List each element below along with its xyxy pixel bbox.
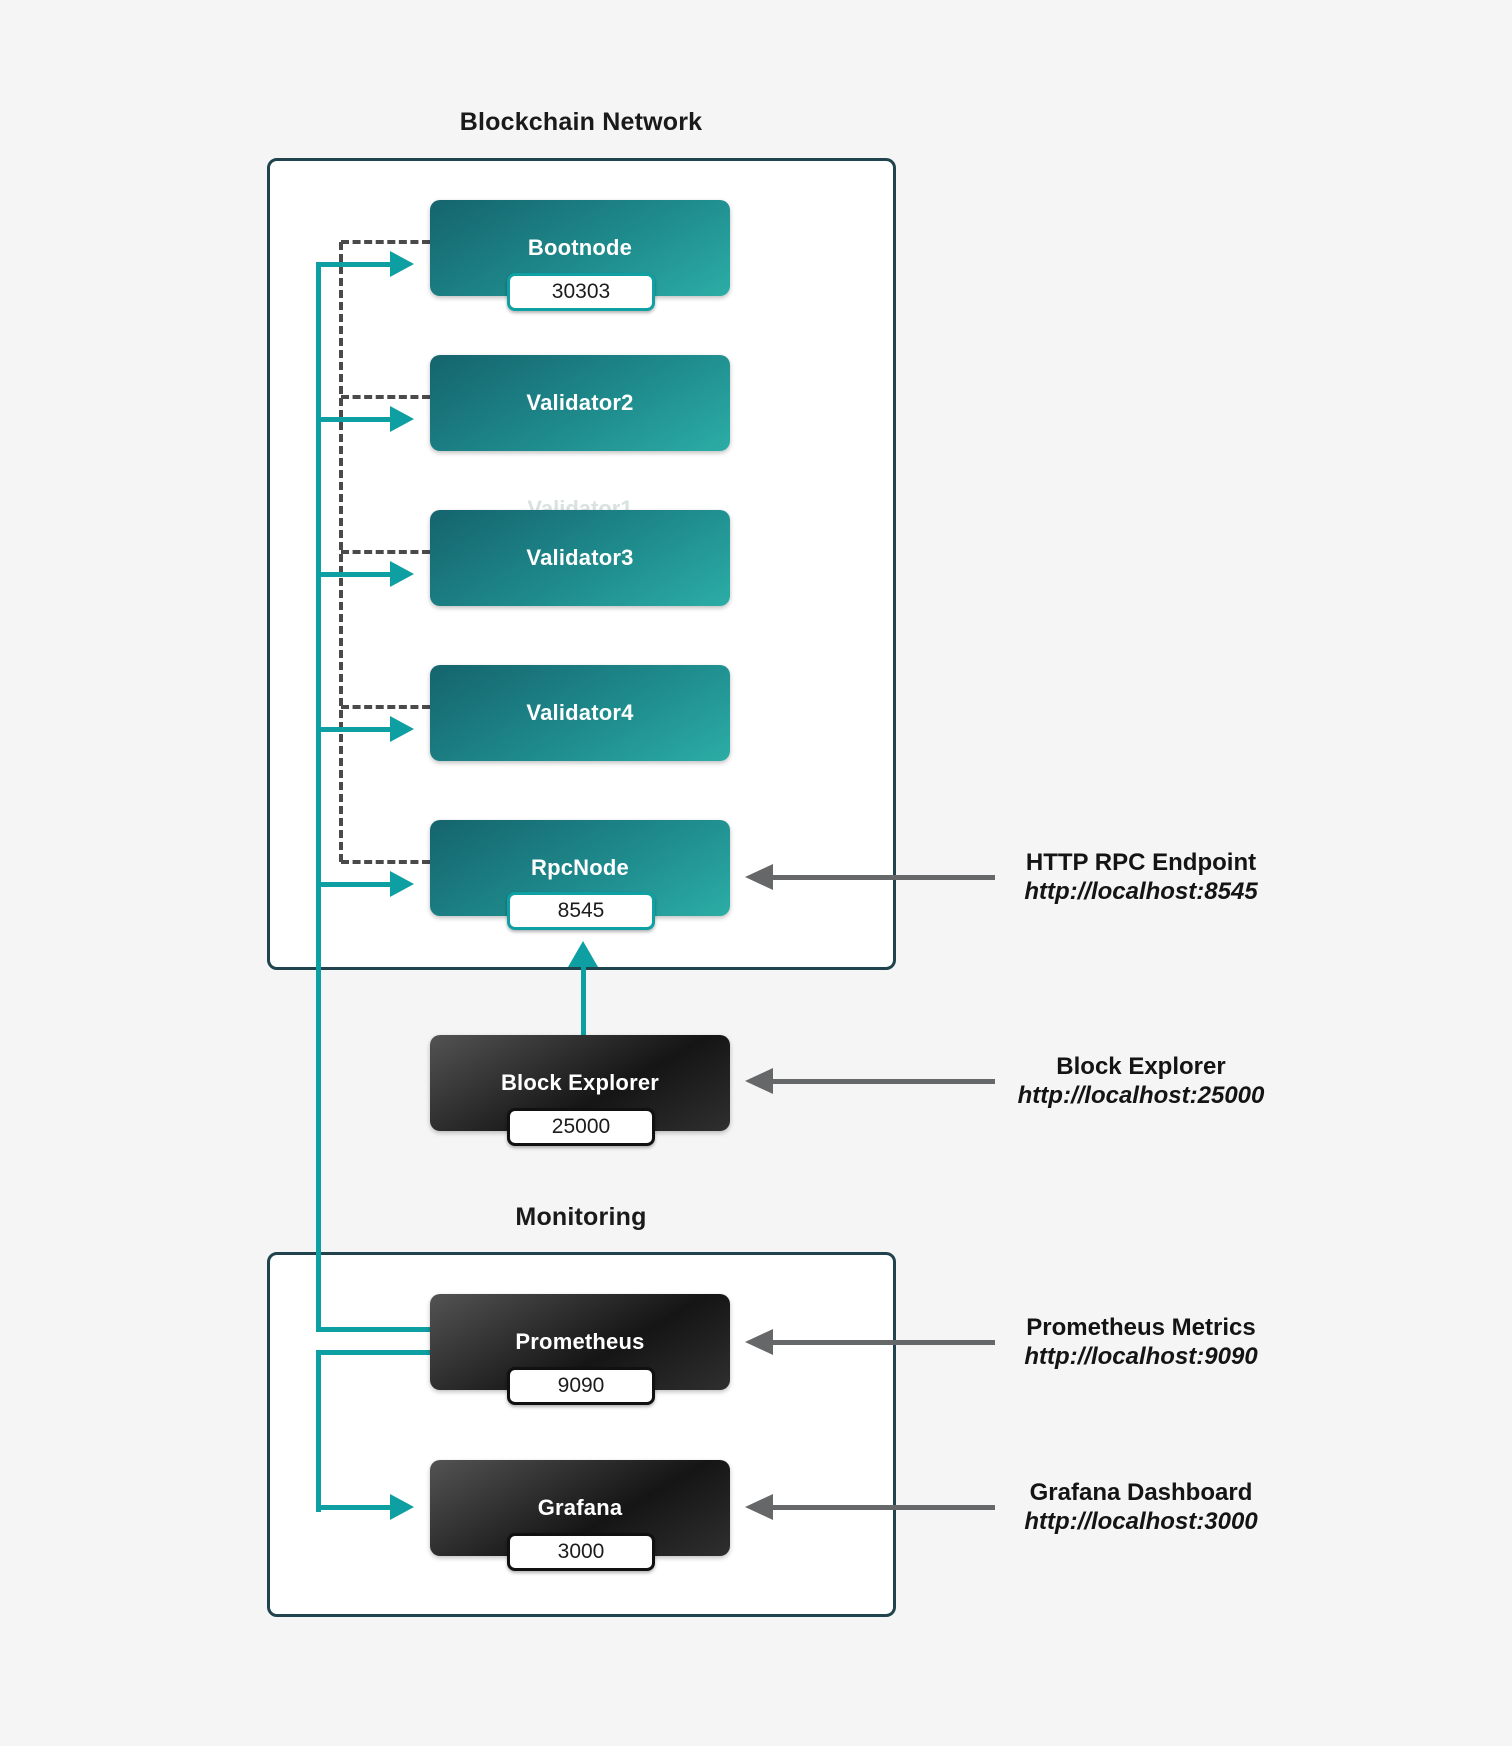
node-prometheus-label: Prometheus xyxy=(515,1329,645,1354)
gray-line-grafana xyxy=(773,1505,995,1510)
arrowhead-bootnode xyxy=(390,251,414,277)
port-badge-block-explorer: 25000 xyxy=(507,1108,655,1146)
port-badge-grafana: 3000 xyxy=(507,1533,655,1571)
gray-line-prometheus xyxy=(773,1340,995,1345)
annotation-title: Prometheus Metrics xyxy=(1026,1314,1256,1341)
node-validator3: Validator3 xyxy=(430,510,730,606)
section-title-blockchain-network: Blockchain Network xyxy=(459,108,703,136)
arrowhead-grafana xyxy=(390,1494,414,1520)
node-bootnode-label: Bootnode xyxy=(527,235,633,260)
arrowhead-validator2 xyxy=(390,406,414,432)
annotation-block-explorer: Block Explorer http://localhost:25000 xyxy=(945,1052,1337,1110)
dashed-branch-rpcnode xyxy=(341,860,430,864)
annotation-grafana-dashboard: Grafana Dashboard http://localhost:3000 xyxy=(945,1478,1337,1536)
dashed-branch-bootnode xyxy=(341,240,430,244)
port-badge-prometheus: 9090 xyxy=(507,1367,655,1405)
dashed-branch-validator2 xyxy=(341,395,430,399)
teal-branch-bootnode xyxy=(316,262,392,267)
annotation-url: http://localhost:25000 xyxy=(1017,1082,1265,1109)
node-rpcnode-label: RpcNode xyxy=(531,855,629,880)
node-validator2: Validator2 xyxy=(430,355,730,451)
dashed-branch-validator4 xyxy=(341,705,430,709)
annotation-prometheus-metrics: Prometheus Metrics http://localhost:9090 xyxy=(945,1313,1337,1371)
teal-branch-validator2 xyxy=(316,417,392,422)
dashed-branch-validator3 xyxy=(341,550,430,554)
gray-arrowhead-grafana xyxy=(745,1494,773,1520)
arrowhead-validator3 xyxy=(390,561,414,587)
port-badge-bootnode: 30303 xyxy=(507,273,655,311)
gray-line-rpc xyxy=(773,875,995,880)
node-bootnode: Bootnode xyxy=(430,200,730,296)
node-block-explorer-label: Block Explorer xyxy=(500,1070,660,1095)
port-badge-rpcnode: 8545 xyxy=(507,892,655,930)
annotation-title: Grafana Dashboard xyxy=(1029,1479,1253,1506)
node-validator3-label: Validator3 xyxy=(526,545,634,570)
arrowhead-rpcnode xyxy=(390,871,414,897)
teal-branch-validator3 xyxy=(316,572,392,577)
annotation-title: Block Explorer xyxy=(1056,1053,1226,1080)
annotation-title: HTTP RPC Endpoint xyxy=(1025,849,1257,876)
teal-branch-validator4 xyxy=(316,727,392,732)
teal-branch-grafana xyxy=(316,1505,392,1510)
gray-line-block-explorer xyxy=(773,1079,995,1084)
gray-arrowhead-block-explorer xyxy=(745,1068,773,1094)
arrowhead-up-rpcnode-port xyxy=(568,941,598,967)
annotation-url: http://localhost:3000 xyxy=(1024,1508,1258,1535)
annotation-url: http://localhost:9090 xyxy=(1024,1343,1258,1370)
node-grafana-label: Grafana xyxy=(537,1495,623,1520)
node-validator2-label: Validator2 xyxy=(526,390,634,415)
section-title-monitoring: Monitoring xyxy=(515,1203,647,1231)
teal-stub-prometheus-lower xyxy=(316,1350,430,1355)
hidden-validator1-artifact: Validator1 xyxy=(430,498,730,510)
annotation-url: http://localhost:8545 xyxy=(1024,878,1258,905)
teal-stub-prometheus-upper xyxy=(316,1327,430,1332)
annotation-http-rpc-endpoint: HTTP RPC Endpoint http://localhost:8545 xyxy=(945,848,1337,906)
teal-branch-rpcnode xyxy=(316,882,392,887)
teal-line-blockexplorer-rpcnode xyxy=(581,963,586,1035)
gray-arrowhead-rpc xyxy=(745,864,773,890)
node-validator4: Validator4 xyxy=(430,665,730,761)
teal-rail-main xyxy=(316,262,321,1332)
node-validator4-label: Validator4 xyxy=(526,700,634,725)
arrowhead-validator4 xyxy=(390,716,414,742)
gray-arrowhead-prometheus xyxy=(745,1329,773,1355)
teal-rail-grafana xyxy=(316,1350,321,1512)
